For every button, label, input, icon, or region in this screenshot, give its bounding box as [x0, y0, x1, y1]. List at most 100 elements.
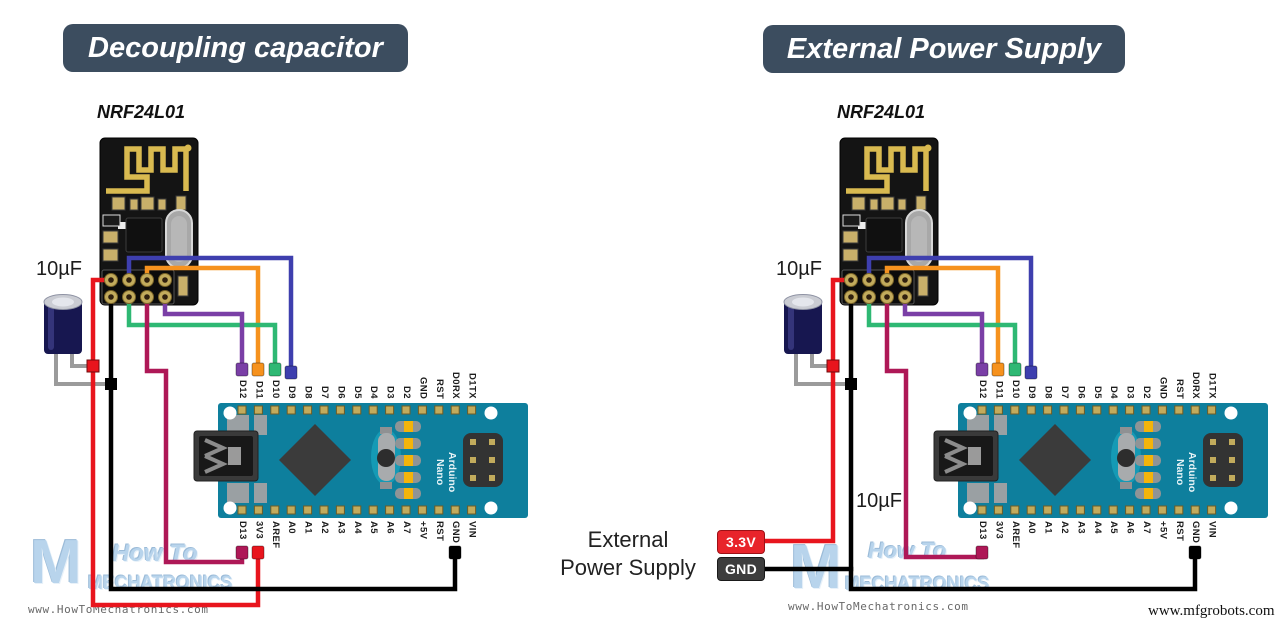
pin-label-d2: D2	[1141, 386, 1152, 399]
arduino-pin-pad	[1010, 405, 1020, 415]
arduino-pin-pad	[1207, 405, 1217, 415]
arduino-pin-pad	[319, 405, 329, 415]
pin-label-vin: VIN	[466, 521, 478, 539]
arduino-pin-pad	[1157, 405, 1167, 415]
arduino-nano-board	[932, 401, 1270, 520]
arduino-pin-pad	[467, 405, 477, 415]
external-supply-line1: External	[587, 527, 669, 552]
pin-label-a0: A0	[1026, 521, 1038, 534]
pin-label-a6: A6	[384, 521, 396, 534]
arduino-board-name: Arduino Nano	[1174, 426, 1198, 518]
pin-label-d1tx: D1TX	[1206, 373, 1218, 399]
pin-label-a7: A7	[401, 521, 412, 534]
pin-label-d7: D7	[1059, 386, 1070, 399]
arduino-pin-pad	[417, 405, 427, 415]
arduino-pin-pad	[1174, 505, 1184, 515]
pin-label-vin: VIN	[1206, 521, 1218, 539]
external-supply-line2: Power Supply	[560, 555, 696, 580]
pin-label-rst: RST	[433, 378, 445, 399]
pin-label-d11: D11	[253, 380, 265, 399]
wire-black-gnd	[848, 294, 1198, 592]
arduino-pin-pad	[1190, 505, 1200, 515]
pin-label-a0: A0	[286, 521, 298, 534]
wire-connector-caps	[235, 362, 1202, 560]
arduino-pin-pad	[1075, 505, 1085, 515]
watermark-monogram: M	[30, 528, 82, 597]
wire-maroon-d13	[144, 294, 245, 565]
arduino-pin-pad	[401, 405, 411, 415]
pin-label-d10: D10	[269, 380, 281, 399]
pin-label-aref: AREF	[1009, 521, 1021, 549]
arduino-pin-pad	[977, 405, 987, 415]
arduino-pin-pad	[467, 505, 477, 515]
pin-label-d12: D12	[237, 380, 248, 399]
pin-label-a6: A6	[1124, 521, 1136, 534]
pin-label-rst: RST	[1173, 521, 1185, 542]
pin-label-a4: A4	[1091, 521, 1103, 534]
arduino-pin-pad	[993, 405, 1003, 415]
pin-label-a5: A5	[1108, 521, 1120, 534]
pin-label-d9: D9	[286, 386, 298, 399]
arduino-pin-pad	[1043, 405, 1053, 415]
arduino-pin-pad	[237, 405, 247, 415]
pin-label-d10: D10	[1009, 380, 1021, 399]
pin-label-d8: D8	[1042, 386, 1054, 399]
arduino-pin-pads	[237, 405, 1217, 515]
arduino-pin-pad	[303, 505, 313, 515]
arduino-pin-pad	[319, 505, 329, 515]
pin-label-d7: D7	[319, 386, 330, 399]
arduino-pin-pad	[1125, 405, 1135, 415]
arduino-pin-pad	[1141, 505, 1151, 515]
pin-label-d3: D3	[384, 386, 396, 399]
arduino-pin-pad	[417, 505, 427, 515]
external-supply-label: External Power Supply	[552, 526, 704, 582]
arduino-pin-pad	[1010, 505, 1020, 515]
pin-label-d13: D13	[977, 521, 988, 540]
pin-label-a1: A1	[302, 521, 314, 534]
pin-label-a3: A3	[1075, 521, 1087, 534]
arduino-pin-pad	[237, 505, 247, 515]
arduino-pin-pad	[1157, 505, 1167, 515]
arduino-pin-pad	[1190, 405, 1200, 415]
pin-label-d6: D6	[335, 386, 347, 399]
panel-title-decoupling: Decoupling capacitor	[63, 24, 408, 72]
pin-label-d0rx: D0RX	[450, 372, 462, 399]
arduino-pin-pad	[385, 505, 395, 515]
pin-label-a2: A2	[1059, 521, 1070, 534]
pin-label-+5v: +5V	[1157, 521, 1169, 540]
arduino-pin-pad	[270, 405, 280, 415]
arduino-pin-pad	[286, 405, 296, 415]
wire-blue-d9	[866, 255, 1034, 375]
arduino-board-name-line2: Nano	[434, 458, 446, 486]
pin-label-rst: RST	[1173, 378, 1185, 399]
capacitor-value-label: 10µF	[776, 258, 822, 280]
arduino-pin-pad	[1092, 505, 1102, 515]
pin-label-d8: D8	[302, 386, 314, 399]
pin-label-d0rx: D0RX	[1190, 372, 1202, 399]
arduino-pin-pad	[286, 505, 296, 515]
wire-green-d10	[866, 294, 1018, 375]
nrf-module-label: NRF24L01	[837, 102, 926, 122]
wire-purple-d12	[902, 294, 985, 375]
arduino-pin-pad	[352, 505, 362, 515]
pin-label-d2: D2	[401, 386, 412, 399]
pin-label-d5: D5	[351, 386, 363, 399]
pin-label-+5v: +5V	[417, 521, 429, 540]
arduino-board-name: Arduino Nano	[434, 426, 458, 518]
pin-label-a7: A7	[1141, 521, 1152, 534]
arduino-pin-pad	[1125, 505, 1135, 515]
nrf-module-label: NRF24L01	[97, 102, 186, 122]
arduino-pin-pad	[1141, 405, 1151, 415]
arduino-pin-pad	[270, 505, 280, 515]
decoupling-capacitor	[42, 292, 113, 386]
pin-label-gnd: GND	[1157, 376, 1169, 399]
arduino-pin-pad	[1026, 505, 1036, 515]
arduino-pin-pad	[434, 505, 444, 515]
supply-3v3-badge: 3.3V	[717, 530, 765, 554]
pin-label-gnd: GND	[1190, 521, 1202, 544]
arduino-pin-pad	[1026, 405, 1036, 415]
arduino-pin-pad	[335, 505, 345, 515]
arduino-pin-pad	[368, 405, 378, 415]
left-panel-wires	[90, 255, 458, 608]
